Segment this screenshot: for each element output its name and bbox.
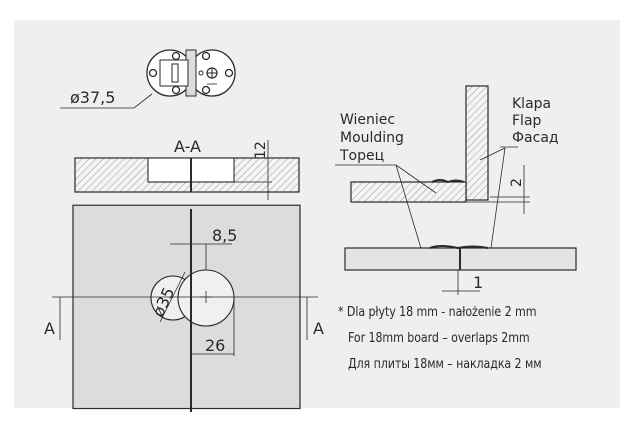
side-view-closed [335,85,530,256]
overlap-label: 2 [509,178,525,187]
drawing-panel: ø37,5 A-A 12 8,5 ø35 26 A A [14,20,620,412]
diameter-dimension-line [159,271,186,323]
moulding-panel [350,181,467,203]
screw-icon [148,51,234,95]
moulding-label-group: Wieniec Moulding Торец [339,112,404,164]
note-polish: * Dla płyty 18 mm - nałożenie 2 mm [338,304,537,320]
hinge-profile-icon [431,179,465,184]
leader-line [489,147,506,256]
moulding-label-pl: Wieniec [340,112,395,128]
note-russian: Для плиты 18мм – накладка 2 мм [348,356,542,372]
flap-label-group: Klapa Flap Фасад [512,96,559,146]
offset-label: 8,5 [212,226,237,245]
section-marker-left: A [44,319,55,338]
note-english: For 18mm board – overlaps 2mm [348,330,530,346]
adjustment-screw-icon [198,67,218,85]
leader-line [479,147,506,161]
flap-label-pl: Klapa [512,96,551,112]
plan-view [52,204,318,412]
side-view-open [344,245,577,295]
gap-label: 1 [473,273,483,292]
flap-label-en: Flap [512,113,542,129]
hinge-slot [171,63,179,83]
moulding-label-ru: Торец [339,148,384,164]
leader-line [395,164,424,256]
section-view [74,140,300,200]
leader-line [395,164,437,194]
moulding-label-en: Moulding [340,130,404,146]
hinge-top-view [60,49,236,109]
section-depth-label: 12 [253,141,269,159]
hinge-diameter-label: ø37,5 [70,88,115,107]
flap-label-ru: Фасад [512,130,559,146]
section-marker-right: A [313,319,324,338]
leader-line [60,93,153,109]
flap-panel [465,85,489,201]
section-title: A-A [174,137,201,156]
hinge-profile-icon [429,245,489,250]
distance-label: 26 [205,336,225,355]
